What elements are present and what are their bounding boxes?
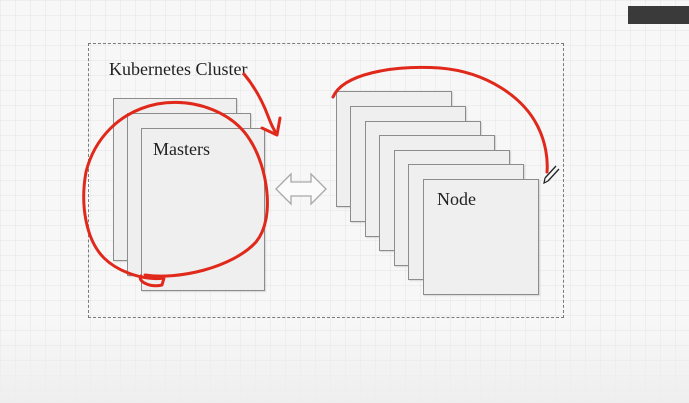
node-card-front bbox=[423, 179, 539, 295]
node-label: Node bbox=[437, 189, 476, 209]
masters-label: Masters bbox=[153, 139, 210, 159]
bottom-fade bbox=[0, 323, 689, 403]
cluster-title: Kubernetes Cluster bbox=[109, 59, 248, 79]
toolbar-strip bbox=[628, 6, 689, 24]
